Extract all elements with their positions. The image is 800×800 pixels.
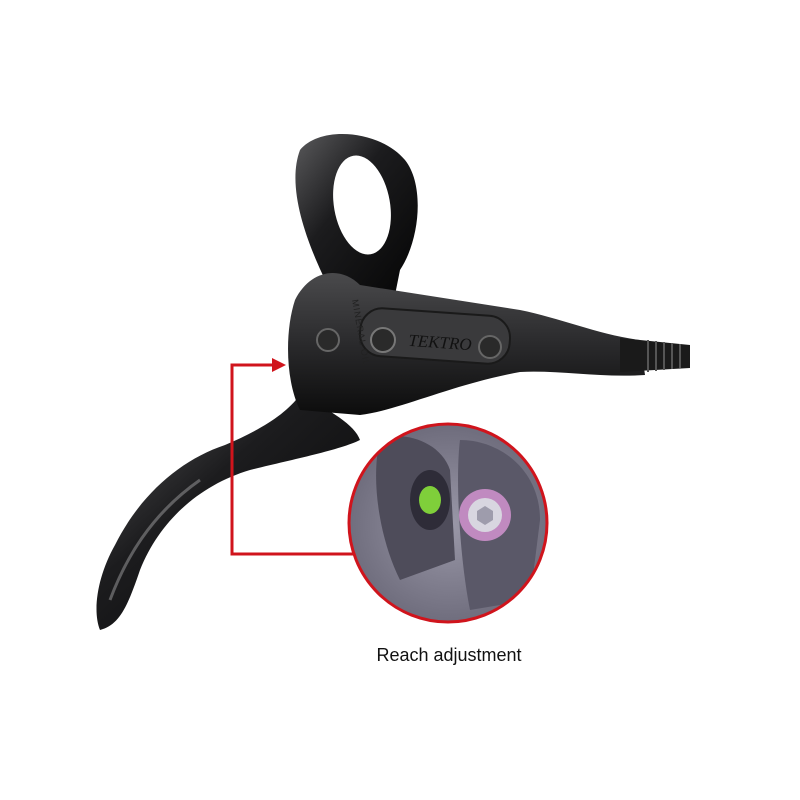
screw-right	[478, 335, 502, 359]
fitting-threads	[647, 340, 681, 372]
screw-center	[370, 327, 396, 353]
callout-arrow-icon	[272, 358, 286, 372]
reach-adjustment-caption: Reach adjustment	[376, 645, 522, 665]
clamp-opening	[333, 155, 391, 255]
logo-plate	[358, 307, 512, 365]
detail-circle-frame	[347, 422, 549, 624]
brand-logo: TEKTRO	[408, 331, 472, 354]
screw-left	[316, 328, 340, 352]
reach-adjust-detail	[349, 424, 547, 622]
callout-line	[230, 363, 354, 556]
lever-blade	[96, 395, 360, 630]
